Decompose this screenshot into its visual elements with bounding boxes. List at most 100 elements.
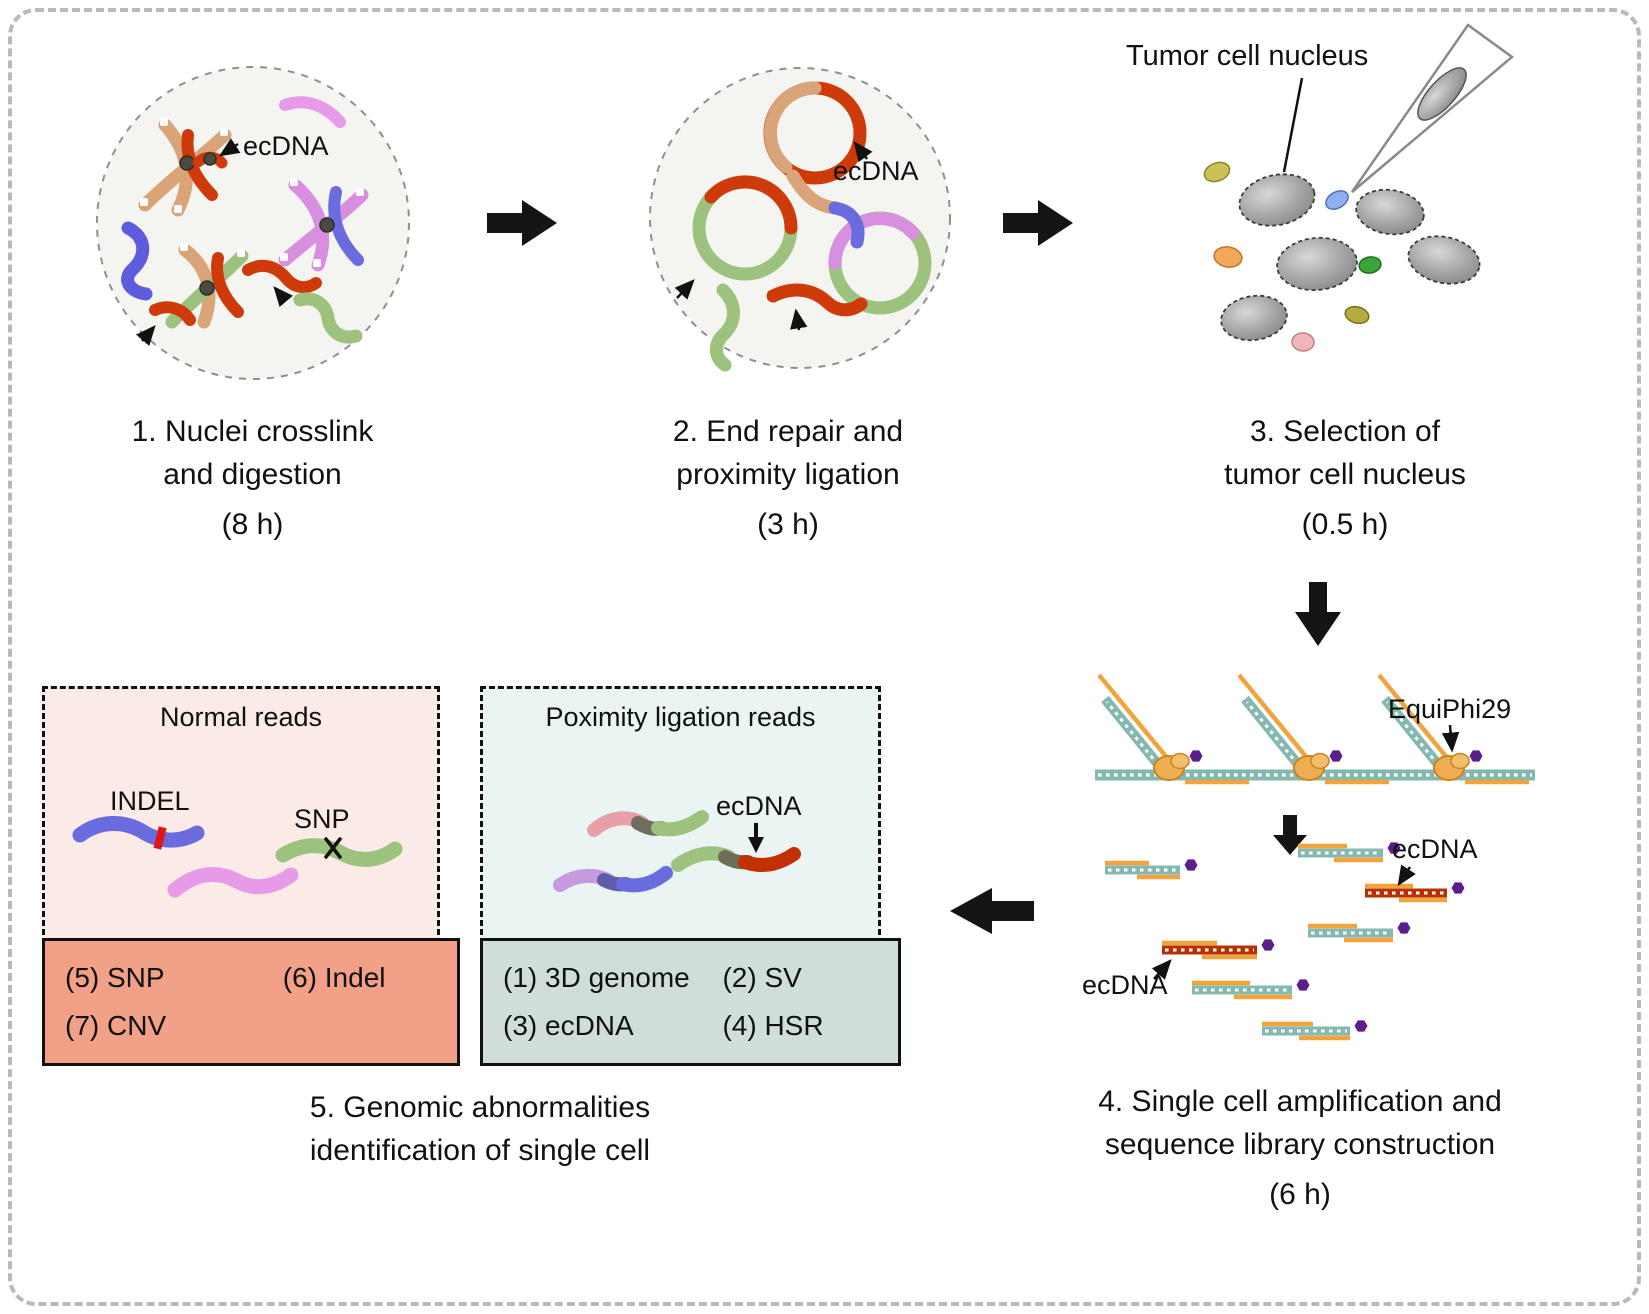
violet-chromosome-icon bbox=[278, 178, 369, 272]
abnormality-item-cnv: (7) CNV bbox=[65, 1010, 167, 1041]
ecdna-pointer-arrow-icon bbox=[1397, 864, 1416, 887]
step2-caption-line1: 2. End repair and bbox=[672, 415, 904, 448]
replication-fork-icon bbox=[1377, 673, 1529, 785]
dna-fragment-icon bbox=[1105, 859, 1198, 880]
step4-caption-line2: sequence library construction bbox=[1104, 1128, 1496, 1161]
ecdna-pointer-arrow-icon bbox=[218, 138, 241, 157]
nucleus-boundary-circle bbox=[96, 66, 410, 380]
red-pointer-arrow-icon bbox=[790, 308, 808, 331]
ligated-fragment-icon bbox=[786, 169, 865, 249]
dna-fragment-icon bbox=[1192, 979, 1310, 1000]
red-fragment-icon bbox=[149, 301, 196, 326]
hexagon-icon bbox=[1296, 979, 1310, 991]
red-fragment-icon bbox=[242, 259, 322, 294]
abnormality-item-3d-genome: (1) 3D genome bbox=[503, 962, 690, 993]
normal-abnormalities-list: (5) SNP (6) Indel (7) CNV bbox=[42, 938, 460, 1066]
ecdna-label-step4-right: ecDNA bbox=[1392, 834, 1478, 864]
ecdna-ligated-read-icon bbox=[671, 846, 801, 873]
ecdna-pointer-arrow-icon bbox=[1151, 959, 1172, 980]
step1-caption-line2: and digestion bbox=[163, 458, 342, 491]
hexagon-icon bbox=[1451, 882, 1465, 894]
cell-icon bbox=[1203, 161, 1231, 183]
hexagon-icon bbox=[1261, 939, 1275, 951]
step2-caption-line2: proximity ligation bbox=[676, 458, 900, 491]
ligation-reads-box: Poximity ligation reads bbox=[480, 686, 881, 944]
abnormality-item-ecdna: (3) ecDNA bbox=[503, 1010, 634, 1041]
arrow-step1-to-step2-icon bbox=[487, 200, 557, 246]
abnormality-item-hsr: (4) HSR bbox=[722, 1010, 824, 1041]
pink-read-icon bbox=[167, 867, 299, 898]
tumor-nucleus-icon bbox=[1355, 188, 1425, 236]
arrow-step4-to-step5-icon bbox=[950, 888, 1034, 934]
step3-caption: 3. Selection of tumor cell nucleus (0.5 … bbox=[1145, 410, 1545, 546]
tan-chromosome-icon bbox=[138, 118, 232, 217]
step2-duration: (3 h) bbox=[757, 508, 819, 541]
ecdna-label-step5: ecDNA bbox=[716, 791, 802, 821]
step1-nuclei-illustration bbox=[96, 66, 410, 380]
green-fragment-icon bbox=[710, 283, 740, 372]
ecdna-fragment-icon bbox=[1365, 882, 1465, 903]
normal-reads-illustration bbox=[72, 816, 403, 898]
tumor-cell-nucleus-label: Tumor cell nucleus bbox=[1126, 40, 1369, 72]
hexagon-icon bbox=[1184, 859, 1198, 871]
red-fragment-icon bbox=[766, 283, 868, 317]
hexagon-icon bbox=[1329, 750, 1343, 762]
step1-caption: 1. Nuclei crosslink and digestion (8 h) bbox=[55, 410, 450, 546]
abnormality-item-sv: (2) SV bbox=[722, 962, 802, 993]
cell-icon bbox=[1358, 256, 1382, 274]
replication-fork-icon bbox=[1097, 673, 1249, 785]
picked-nucleus-icon bbox=[1417, 67, 1467, 121]
pink-fragment-icon bbox=[279, 96, 346, 128]
green-read-icon bbox=[275, 837, 403, 867]
step5-caption-line1: 5. Genomic abnormalities bbox=[309, 1091, 651, 1124]
tumor-nucleus-icon bbox=[1276, 236, 1358, 292]
blue-fragment-icon bbox=[121, 221, 153, 301]
ligated-read-icon bbox=[587, 810, 709, 837]
ecdna-label-step1: ecDNA bbox=[243, 131, 329, 161]
step2-caption: 2. End repair and proximity ligation (3 … bbox=[588, 410, 988, 546]
ecdna-molecule-icon bbox=[192, 151, 228, 169]
diagram-border bbox=[8, 8, 1641, 1306]
step3-selection-illustration bbox=[1203, 23, 1515, 352]
ecdna-fragment-icon bbox=[1162, 939, 1275, 960]
step5-caption-line2: identification of single cell bbox=[309, 1134, 651, 1167]
tumor-nucleus-icon bbox=[1407, 235, 1481, 285]
ecdna-ring-icon bbox=[692, 175, 798, 281]
ring-pointer-arrow-icon bbox=[674, 279, 695, 300]
abnormality-item-indel: (6) Indel bbox=[282, 962, 386, 993]
step4-amplification-illustration bbox=[1095, 673, 1535, 1041]
hexagon-icon bbox=[1354, 1020, 1368, 1032]
step3-duration: (0.5 h) bbox=[1301, 508, 1389, 541]
ligation-abnormalities-list: (1) 3D genome (2) SV (3) ecDNA (4) HSR bbox=[480, 938, 901, 1066]
ecdna-label-step2: ecDNA bbox=[833, 156, 919, 186]
step3-caption-line2: tumor cell nucleus bbox=[1224, 458, 1466, 491]
arrow-step3-to-step4-icon bbox=[1295, 582, 1341, 646]
dna-fragment-icon bbox=[1308, 922, 1411, 943]
blue-read-icon bbox=[72, 816, 205, 850]
equiphi29-label: EquiPhi29 bbox=[1388, 694, 1512, 724]
step1-caption-line1: 1. Nuclei crosslink bbox=[131, 415, 374, 448]
hexagon-icon bbox=[1469, 750, 1483, 762]
tumor-nucleus-icon bbox=[1220, 294, 1288, 342]
ecdna-pointer-arrow-icon bbox=[748, 823, 764, 853]
snp-label: SNP bbox=[294, 804, 350, 834]
step4-caption: 4. Single cell amplification and sequenc… bbox=[1040, 1080, 1560, 1216]
hexagon-icon bbox=[1189, 750, 1203, 762]
step1-duration: (8 h) bbox=[221, 508, 284, 541]
step2-ligation-illustration bbox=[649, 67, 951, 372]
green-fragment-icon bbox=[293, 292, 363, 344]
step4-caption-line1: 4. Single cell amplification and bbox=[1098, 1085, 1502, 1118]
normal-reads-title: Normal reads bbox=[159, 702, 323, 732]
ecdna-label-step4-left: ecDNA bbox=[1082, 970, 1168, 1000]
ligation-reads-illustration bbox=[553, 810, 801, 893]
red-pointer-arrow-icon bbox=[135, 325, 156, 346]
arrow-step2-to-step3-icon bbox=[1003, 200, 1073, 246]
ecdna-pointer-arrow-icon bbox=[853, 141, 873, 163]
indel-label: INDEL bbox=[110, 786, 190, 816]
pipette-icon bbox=[1350, 23, 1515, 193]
ligation-reads-title: Poximity ligation reads bbox=[545, 702, 816, 732]
selected-cell-icon bbox=[1325, 190, 1349, 210]
hexagon-icon bbox=[1387, 842, 1401, 854]
ecdna-ring-icon bbox=[763, 81, 867, 185]
